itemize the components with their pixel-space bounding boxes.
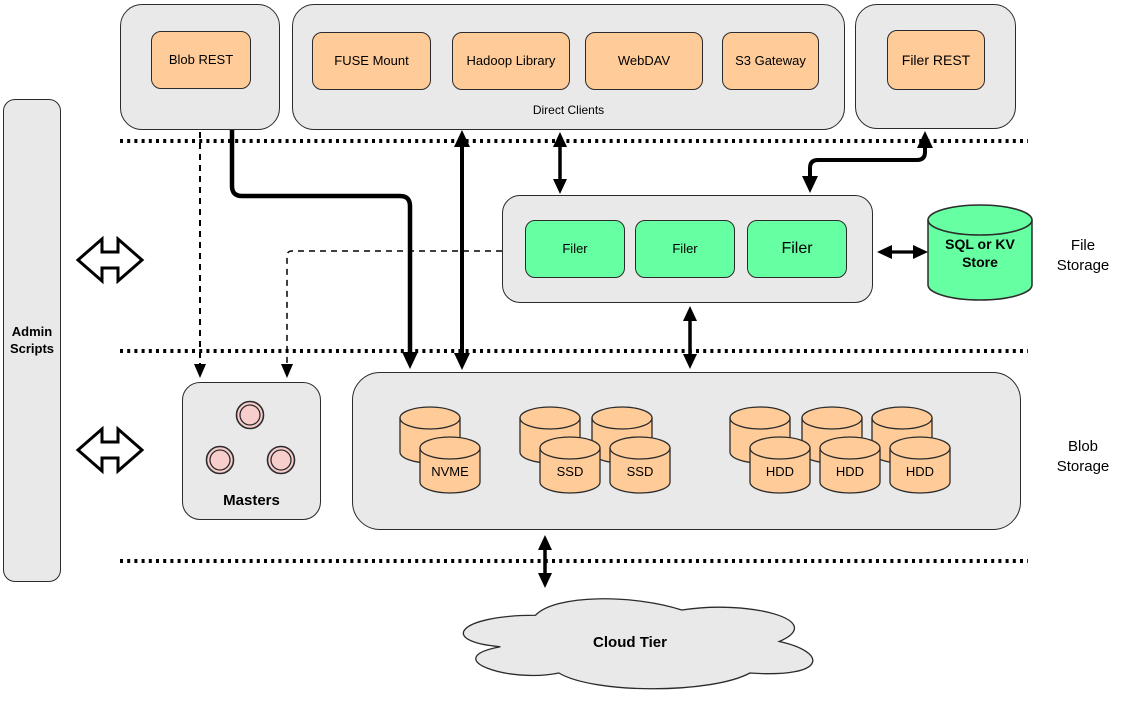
dashed-links xyxy=(199,132,502,366)
admin-blob-double-arrow xyxy=(75,425,145,475)
arrow-blobrest-blobstorage xyxy=(229,130,413,354)
arrowhead-filerrest-down xyxy=(802,176,818,193)
dashed-link-filer-masters xyxy=(286,250,502,366)
nvme-label: NVME xyxy=(431,464,469,479)
arrowhead-store-right xyxy=(913,245,928,259)
dashed-arrowhead-1 xyxy=(194,364,206,378)
masters-label: Masters xyxy=(223,492,280,509)
ssd-label-2: SSD xyxy=(626,464,654,479)
masters-box xyxy=(182,382,321,520)
filer-node-3: Filer xyxy=(747,220,847,278)
arrowhead-clients-down xyxy=(454,353,470,370)
cloud-tier-label: Cloud Tier xyxy=(593,634,667,651)
s3-gateway-node: S3 Gateway xyxy=(722,32,819,90)
blob-storage-container xyxy=(352,372,1021,530)
direct-clients-label: Direct Clients xyxy=(532,103,605,117)
blob-storage-section-label: Blob Storage xyxy=(1056,438,1110,475)
hadoop-library-node: Hadoop Library xyxy=(452,32,570,90)
arrowhead-blob-cloud-down xyxy=(538,573,552,588)
arrowhead-store-left xyxy=(877,245,892,259)
filer-node-2: Filer xyxy=(635,220,735,278)
arrowhead-clients-filer-down xyxy=(553,179,567,194)
arrowhead-filer-blob-up xyxy=(683,306,697,321)
arrowhead-clients-up xyxy=(454,130,470,147)
file-storage-section-label: File Storage xyxy=(1056,237,1110,274)
fuse-mount-node: FUSE Mount xyxy=(312,32,431,90)
admin-scripts-box: Admin Scripts xyxy=(3,99,61,582)
hdd-label-1: HDD xyxy=(765,464,795,479)
filer-rest-node: Filer REST xyxy=(887,30,985,90)
admin-filer-double-arrow xyxy=(75,235,145,285)
filer-node-1: Filer xyxy=(525,220,625,278)
webdav-node: WebDAV xyxy=(585,32,703,90)
arrowhead-filerrest-up xyxy=(917,131,933,148)
arrowhead-filer-blob-down xyxy=(683,354,697,369)
dashed-arrowhead-2 xyxy=(281,364,293,378)
admin-double-arrows xyxy=(75,235,145,475)
admin-scripts-label: Admin Scripts xyxy=(9,324,55,356)
ssd-label-1: SSD xyxy=(556,464,584,479)
arrowhead-blob-cloud-up xyxy=(538,535,552,550)
arrowhead-clients-filer-up xyxy=(553,132,567,147)
arrowhead-blobrest-blobstorage xyxy=(402,352,418,369)
hdd-label-3: HDD xyxy=(905,464,935,479)
sql-kv-store-label: SQL or KV Store xyxy=(945,236,1015,270)
blob-rest-node: Blob REST xyxy=(151,31,251,89)
arrow-filerrest-filer xyxy=(808,145,927,179)
hdd-label-2: HDD xyxy=(835,464,865,479)
